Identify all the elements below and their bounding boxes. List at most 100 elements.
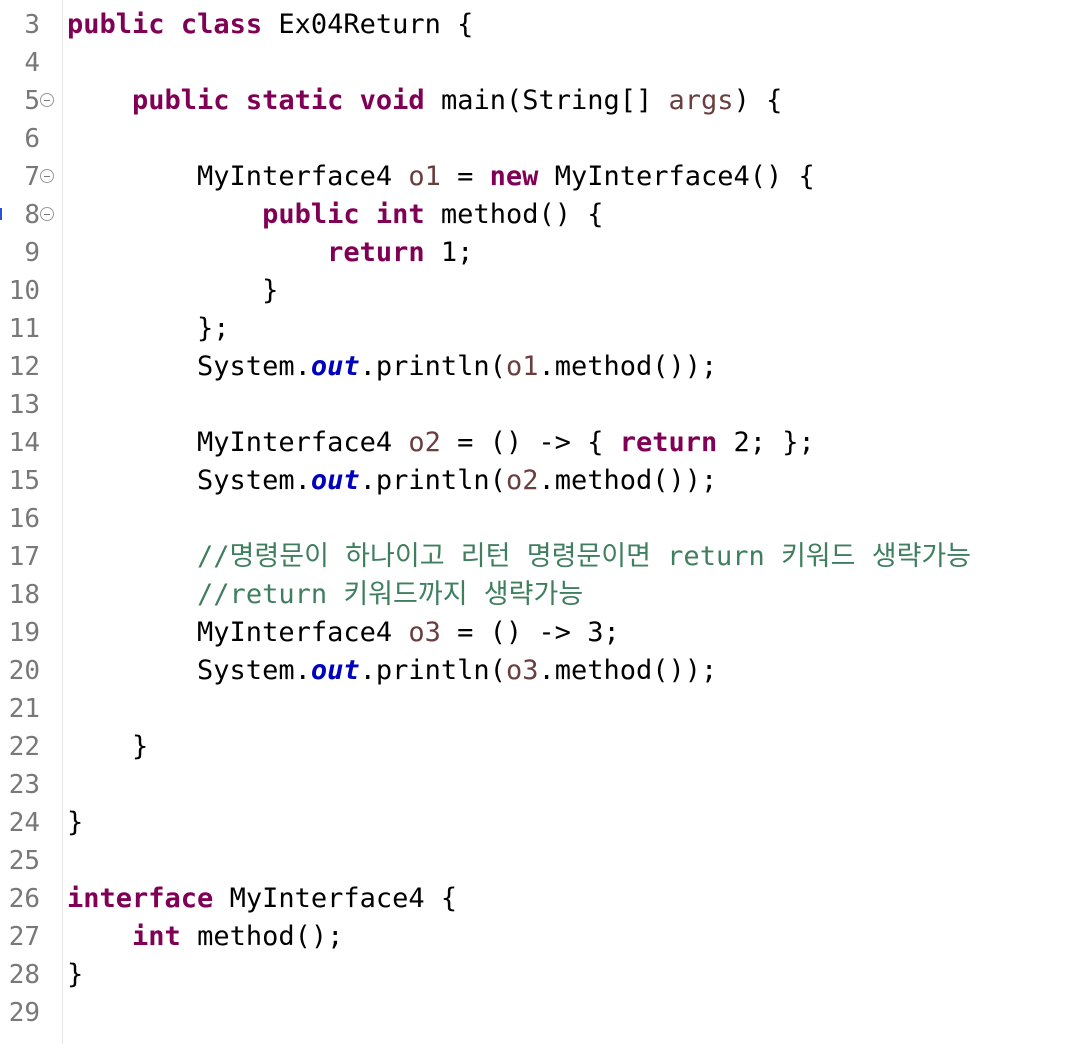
code-line[interactable]: 12 System.out.println(o1.method());: [0, 348, 1088, 386]
code-line[interactable]: 28}: [0, 956, 1088, 994]
line-number: 13: [8, 390, 40, 420]
code-token: MyInterface4 {: [213, 883, 458, 914]
variable-token: o3: [505, 655, 539, 686]
code-token: [67, 921, 132, 952]
code-token: System.: [67, 351, 311, 382]
code-text[interactable]: MyInterface4 o3 = () -> 3;: [67, 614, 620, 652]
code-text[interactable]: public int method() {: [67, 196, 603, 234]
code-line[interactable]: 8 public int method() {: [0, 196, 1088, 234]
code-token: [67, 541, 197, 572]
line-number: 17: [8, 542, 40, 572]
code-token: [67, 237, 327, 268]
code-text[interactable]: }: [67, 956, 83, 994]
collapse-fold-icon[interactable]: [40, 169, 54, 183]
variable-token: o3: [408, 617, 441, 648]
code-token: 2; };: [717, 427, 815, 458]
code-token: MyInterface4: [67, 161, 409, 192]
code-line[interactable]: 22 }: [0, 728, 1088, 766]
code-text[interactable]: int method();: [67, 918, 343, 956]
code-text[interactable]: }: [67, 272, 278, 310]
code-token: MyInterface4: [67, 617, 409, 648]
code-text[interactable]: }: [67, 728, 148, 766]
code-text[interactable]: MyInterface4 o1 = new MyInterface4() {: [67, 158, 815, 196]
keyword-token: int: [375, 199, 425, 230]
code-text[interactable]: //return 키워드까지 생략가능: [67, 576, 583, 614]
code-line[interactable]: 7 MyInterface4 o1 = new MyInterface4() {: [0, 158, 1088, 196]
line-number: 26: [8, 884, 40, 914]
line-number: 5: [24, 86, 40, 116]
line-number: 16: [8, 504, 40, 534]
code-text[interactable]: }: [67, 804, 83, 842]
code-token: [67, 199, 262, 230]
code-text[interactable]: System.out.println(o2.method());: [67, 462, 717, 500]
line-number: 3: [24, 10, 40, 40]
code-line[interactable]: 10 }: [0, 272, 1088, 310]
code-token: };: [67, 313, 230, 344]
variable-token: o1: [408, 161, 441, 192]
code-line[interactable]: 19 MyInterface4 o3 = () -> 3;: [0, 614, 1088, 652]
line-number: 24: [8, 808, 40, 838]
collapse-fold-icon[interactable]: [40, 93, 54, 107]
code-token: .method());: [538, 351, 718, 382]
code-line[interactable]: 14 MyInterface4 o2 = () -> { return 2; }…: [0, 424, 1088, 462]
code-token: System.: [67, 465, 311, 496]
comment-token: //return 키워드까지 생략가능: [197, 579, 584, 610]
code-token: MyInterface4() {: [538, 161, 815, 192]
line-number: 28: [8, 960, 40, 990]
code-line[interactable]: 26 interface MyInterface4 {: [0, 880, 1088, 918]
code-line[interactable]: 4: [0, 44, 1088, 82]
keyword-token: int: [132, 921, 181, 952]
code-line[interactable]: 11 };: [0, 310, 1088, 348]
code-text[interactable]: //명령문이 하나이고 리턴 명령문이면 return 키워드 생략가능: [67, 538, 971, 576]
code-token: [165, 9, 181, 40]
line-number: 15: [8, 466, 40, 496]
code-token: [67, 579, 197, 610]
code-text[interactable]: MyInterface4 o2 = () -> { return 2; };: [67, 424, 815, 462]
code-line[interactable]: 13: [0, 386, 1088, 424]
code-token: }: [67, 275, 279, 306]
keyword-token: void: [359, 85, 425, 116]
collapse-fold-icon[interactable]: [40, 207, 54, 221]
code-line[interactable]: 17 //명령문이 하나이고 리턴 명령문이면 return 키워드 생략가능: [0, 538, 1088, 576]
code-line[interactable]: 20 System.out.println(o3.method());: [0, 652, 1088, 690]
code-token: Ex04Return {: [262, 9, 474, 40]
code-line[interactable]: 21: [0, 690, 1088, 728]
line-number: 10: [8, 276, 40, 306]
code-token: method() {: [424, 199, 604, 230]
code-token: System.: [67, 655, 311, 686]
variable-token: args: [668, 85, 734, 116]
code-token: }: [67, 731, 149, 762]
line-number: 8: [24, 200, 40, 230]
code-text[interactable]: System.out.println(o3.method());: [67, 652, 717, 690]
code-line[interactable]: 23: [0, 766, 1088, 804]
code-line[interactable]: 15 System.out.println(o2.method());: [0, 462, 1088, 500]
keyword-token: new: [489, 161, 539, 192]
code-line[interactable]: 3 public class Ex04Return {: [0, 6, 1088, 44]
code-line[interactable]: 25: [0, 842, 1088, 880]
code-line[interactable]: 18 //return 키워드까지 생략가능: [0, 576, 1088, 614]
code-token: .println(: [359, 465, 506, 496]
code-line[interactable]: 24}: [0, 804, 1088, 842]
keyword-token: public: [67, 9, 165, 40]
code-token: .method());: [538, 655, 718, 686]
code-line[interactable]: 27 int method();: [0, 918, 1088, 956]
code-line[interactable]: 16: [0, 500, 1088, 538]
code-token: = () -> {: [440, 427, 620, 458]
code-text[interactable]: public static void main(String[] args) {: [67, 82, 782, 120]
code-line[interactable]: 5 public static void main(String[] args)…: [0, 82, 1088, 120]
code-text[interactable]: interface MyInterface4 {: [67, 880, 457, 918]
line-number: 21: [8, 694, 40, 724]
code-text[interactable]: System.out.println(o1.method());: [67, 348, 717, 386]
code-line[interactable]: 9 return 1;: [0, 234, 1088, 272]
line-number: 6: [24, 124, 40, 154]
variable-token: o2: [408, 427, 441, 458]
variable-token: o1: [505, 351, 539, 382]
line-number: 20: [8, 656, 40, 686]
code-line[interactable]: 6: [0, 120, 1088, 158]
code-line[interactable]: 29: [0, 994, 1088, 1032]
code-text[interactable]: };: [67, 310, 230, 348]
code-token: [67, 85, 132, 116]
code-text[interactable]: return 1;: [67, 234, 473, 272]
code-text[interactable]: public class Ex04Return {: [67, 6, 473, 44]
